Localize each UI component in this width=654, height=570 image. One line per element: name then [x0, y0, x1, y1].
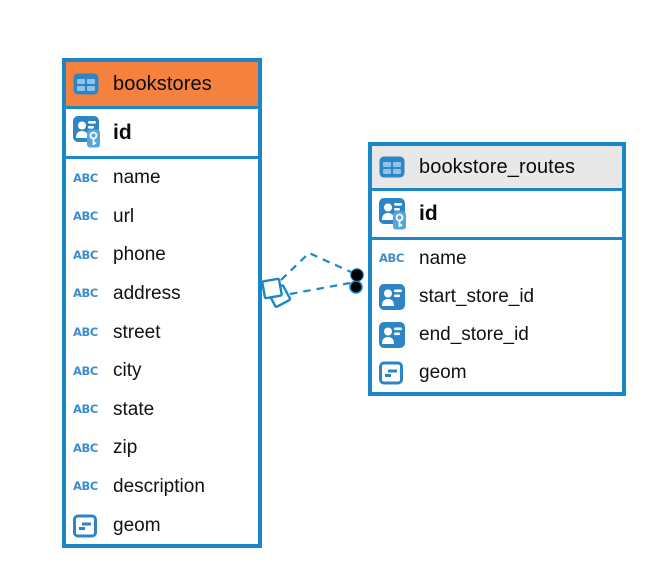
text-type-icon: ABC: [73, 402, 98, 417]
text-type-icon: ABC: [73, 363, 98, 378]
column-name: address: [113, 283, 181, 305]
relationship-line-start-store[interactable]: [280, 251, 352, 281]
column-row[interactable]: ABC address: [66, 275, 258, 314]
relationship-line-end-store[interactable]: [289, 281, 351, 296]
table-title: bookstore_routes: [419, 155, 576, 178]
dot-marker-front: [350, 268, 364, 282]
column-row[interactable]: ABC name: [66, 159, 258, 198]
text-type-icon: ABC: [379, 251, 404, 266]
column-name: state: [113, 398, 155, 420]
text-type-icon: ABC: [73, 209, 98, 224]
column-row-pk[interactable]: id: [66, 109, 258, 159]
geometry-type-icon: [73, 514, 104, 538]
diamond-marker-front: [261, 277, 283, 300]
column-row[interactable]: ABC phone: [66, 236, 258, 275]
text-type-icon: ABC: [73, 324, 98, 339]
column-row[interactable]: ABC city: [66, 352, 258, 391]
column-list: ABC name ABC url ABC phone ABC address A…: [66, 159, 258, 545]
column-row[interactable]: ABC url: [66, 198, 258, 237]
foreign-key-icon: [379, 322, 410, 348]
table-icon: [73, 73, 104, 95]
column-row[interactable]: ABC state: [66, 391, 258, 430]
column-row[interactable]: end_store_id: [372, 316, 622, 354]
text-type-icon: ABC: [73, 247, 98, 262]
text-type-icon: ABC: [73, 479, 98, 494]
column-name: street: [113, 321, 161, 343]
column-name: geom: [113, 514, 161, 536]
column-name: city: [113, 360, 142, 382]
table-bookstore-routes[interactable]: bookstore_routes id ABC: [368, 142, 626, 396]
text-type-icon: ABC: [73, 440, 98, 455]
table-icon: [379, 156, 410, 178]
column-row[interactable]: ABC zip: [66, 429, 258, 468]
column-row[interactable]: ABC street: [66, 313, 258, 352]
column-list: ABC name start_store_id: [372, 240, 622, 392]
geometry-type-icon: [379, 361, 410, 385]
column-name: id: [419, 202, 438, 225]
primary-key-icon: [379, 197, 410, 231]
text-type-icon: ABC: [73, 170, 98, 185]
column-name: url: [113, 205, 135, 227]
column-name: name: [419, 248, 467, 269]
primary-key-icon: [73, 116, 104, 149]
column-row[interactable]: ABC name: [372, 240, 622, 278]
column-row[interactable]: start_store_id: [372, 278, 622, 316]
column-row-pk[interactable]: id: [372, 191, 622, 240]
column-name: end_store_id: [419, 324, 529, 345]
column-name: start_store_id: [419, 286, 535, 307]
column-name: name: [113, 167, 161, 189]
text-type-icon: ABC: [73, 286, 98, 301]
dot-marker-back: [349, 280, 363, 294]
column-row[interactable]: ABC description: [66, 468, 258, 507]
column-name: zip: [113, 437, 138, 459]
column-row[interactable]: geom: [372, 354, 622, 392]
column-name: id: [113, 120, 132, 144]
table-bookstore-routes-header[interactable]: bookstore_routes: [372, 146, 622, 191]
table-title: bookstores: [113, 72, 212, 95]
diamond-marker-back: [267, 284, 292, 308]
table-bookstores-header[interactable]: bookstores: [66, 62, 258, 109]
relationship-lines[interactable]: [280, 251, 352, 296]
column-row[interactable]: geom: [66, 506, 258, 545]
table-bookstores[interactable]: bookstores id ABC: [62, 58, 262, 548]
foreign-key-icon: [379, 284, 410, 310]
column-name: geom: [419, 362, 467, 383]
dot-end-markers: [349, 268, 364, 294]
column-name: description: [113, 476, 205, 498]
diamond-end-markers: [261, 277, 292, 308]
column-name: phone: [113, 244, 166, 266]
